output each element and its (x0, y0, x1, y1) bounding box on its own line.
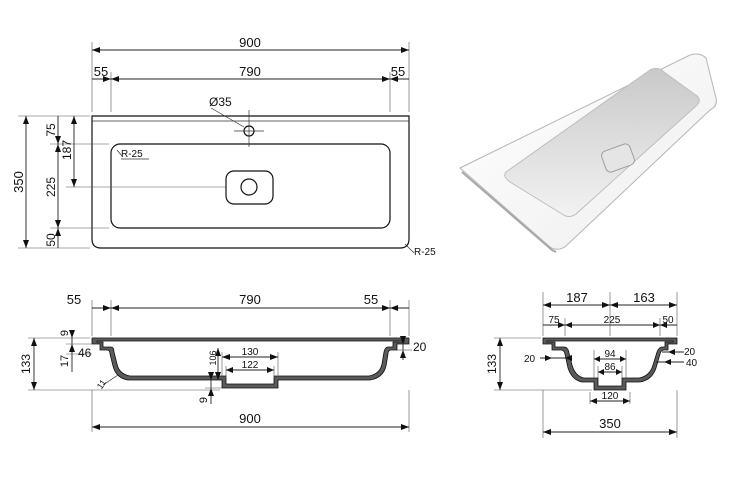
dim-front-inner-width: 790 (239, 292, 261, 307)
dim-side-height: 133 (485, 354, 499, 374)
dim-top-overall-width: 900 (239, 35, 261, 50)
dim-front-drain-height: 106 (208, 350, 218, 365)
basin-drain (601, 143, 635, 173)
dim-front-height: 133 (19, 354, 33, 374)
dim-front-margin: 50 (44, 233, 58, 247)
dim-front-radius: 11 (95, 378, 109, 391)
dim-outer-radius: R-25 (414, 247, 436, 258)
dim-front-right-margin: 55 (364, 292, 378, 307)
dim-side-front-margin: 50 (662, 315, 674, 326)
top-view: 900 55 790 55 Ø35 R-25 R-25 350 (11, 35, 436, 258)
dim-side-base-width: 120 (602, 391, 619, 402)
dim-front-left-margin: 55 (67, 292, 81, 307)
dim-side-drain-outer: 94 (604, 349, 616, 360)
front-section: 55 790 55 900 133 9 17 46 11 106 (19, 292, 427, 432)
top-view-outline (91, 115, 410, 249)
dim-inner-radius: R-25 (121, 149, 143, 160)
dim-side-drain-inner: 86 (604, 362, 616, 373)
dim-front-edge: 20 (413, 340, 427, 354)
dim-front-rim: 9 (59, 330, 71, 336)
dim-side-bowl-depth: 225 (604, 315, 621, 326)
dim-side-front-part: 187 (566, 290, 588, 305)
dim-tap-axis: 187 (60, 140, 74, 160)
basin-bowl (504, 67, 700, 217)
dim-side-overall-depth: 350 (599, 416, 621, 431)
basin-render (459, 53, 717, 253)
dim-front-drain-outer: 130 (242, 347, 259, 358)
dim-front-base: 9 (198, 397, 210, 403)
side-section-profile (542, 337, 678, 391)
dim-top-overall-depth: 350 (11, 171, 26, 193)
dim-top-inner-width: 790 (239, 64, 261, 79)
dim-front-overall-width: 900 (239, 411, 261, 426)
dim-side-top-offset: 75 (548, 315, 560, 326)
dim-top-right-margin: 55 (391, 64, 405, 79)
dim-front-drain-inner: 122 (242, 360, 259, 371)
top-view-bowl (110, 143, 391, 229)
side-section: 187 163 75 225 50 133 20 94 (485, 290, 698, 438)
dim-top-offset: 75 (44, 123, 58, 137)
dim-side-right-lip: 40 (686, 358, 698, 369)
dim-front-lip: 46 (78, 346, 92, 360)
top-view-drain-outer (225, 170, 274, 205)
dim-side-right-wall: 20 (684, 347, 696, 358)
dim-bowl-depth: 225 (44, 177, 58, 197)
top-view-drain-inner (240, 178, 258, 196)
front-section-profile (91, 337, 410, 389)
dim-top-left-margin: 55 (94, 64, 108, 79)
dim-side-left-wall: 20 (524, 354, 536, 365)
dim-tap-hole: Ø35 (209, 95, 232, 109)
dim-side-back-part: 163 (633, 290, 655, 305)
dim-front-ledge: 17 (59, 355, 71, 367)
